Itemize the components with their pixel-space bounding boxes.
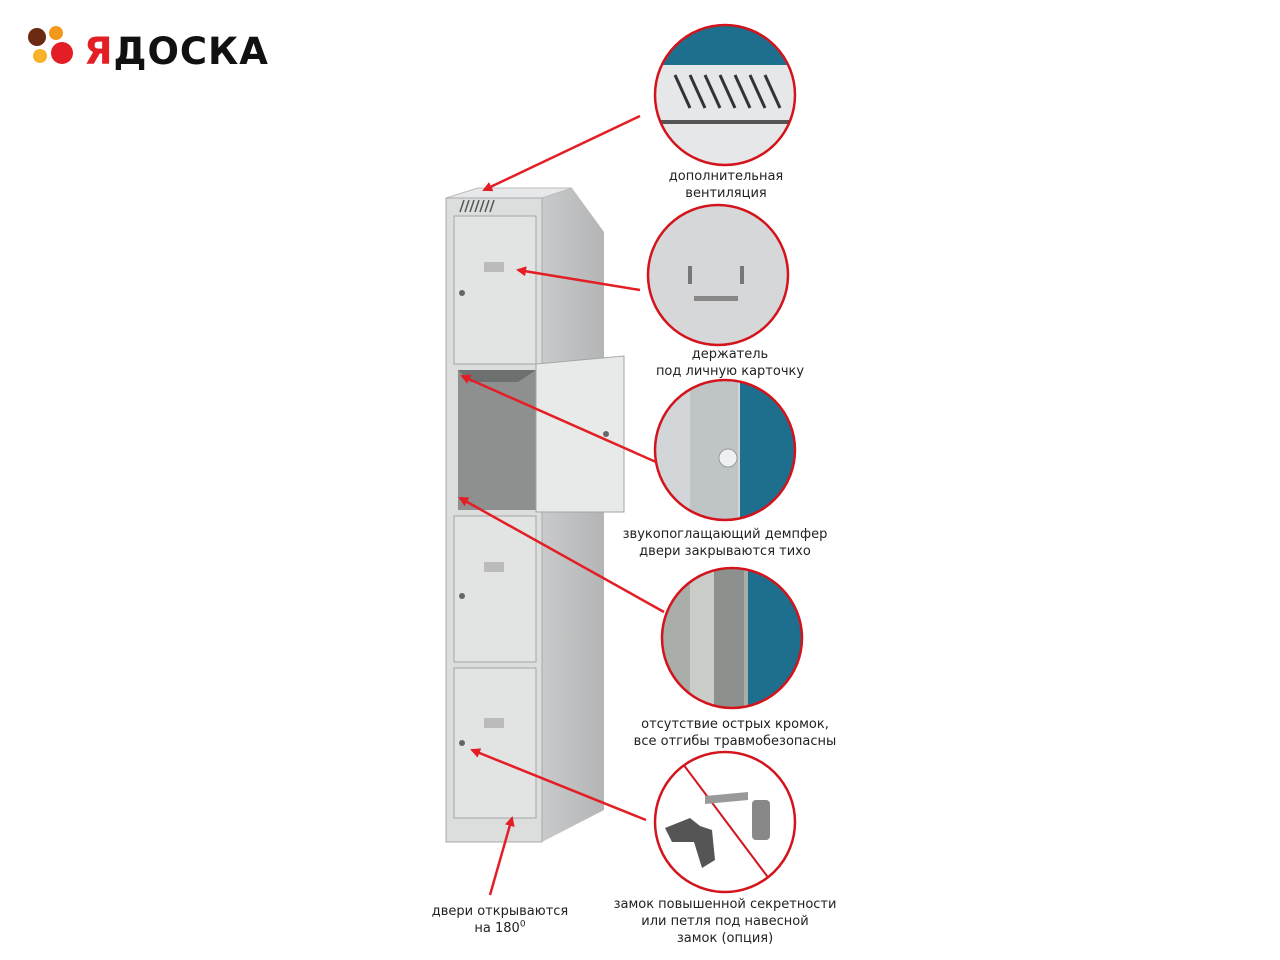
- callout-edges: отсутствие острых кромок, все отгибы тра…: [633, 717, 837, 749]
- detail-circle-edges: [660, 566, 804, 710]
- compartment-open: [458, 370, 536, 510]
- logo-wordmark: ЯДОСКА: [84, 30, 269, 73]
- yadoska-logo[interactable]: ЯДОСКА: [26, 22, 269, 78]
- logo-dots-icon: [28, 26, 73, 64]
- callout-door-angle: двери открываются на 1800: [431, 904, 569, 936]
- key-icon: [705, 792, 748, 804]
- t-handle-lock-icon: [665, 818, 715, 868]
- callout-lock: замок повышенной секретности или петля п…: [613, 897, 837, 946]
- callout-damper: звукопоглащающий демпфер двери закрывают…: [622, 527, 828, 559]
- lock-icons: [459, 290, 609, 746]
- cabinet-side: [542, 188, 604, 842]
- detail-circle-card-holder: [646, 203, 790, 347]
- logo-rest: ДОСКА: [113, 30, 269, 73]
- callout-card-holder: держатель под личную карточку: [655, 347, 805, 379]
- logo-first-letter: Я: [84, 30, 114, 73]
- callout-ventilation: дополнительная вентиляция: [668, 169, 784, 201]
- door-1[interactable]: [453, 215, 537, 365]
- detail-circle-ventilation: [653, 23, 797, 167]
- door-2-open[interactable]: [535, 355, 625, 513]
- door-4[interactable]: [453, 667, 537, 819]
- locker-cabinet: [445, 187, 625, 843]
- callout-arrows: [458, 114, 665, 896]
- detail-circle-lock: [653, 750, 797, 894]
- cam-lock-icon: [752, 800, 770, 840]
- door-3[interactable]: [453, 515, 537, 663]
- vent-slots: [459, 199, 495, 213]
- detail-circle-damper: [653, 378, 797, 522]
